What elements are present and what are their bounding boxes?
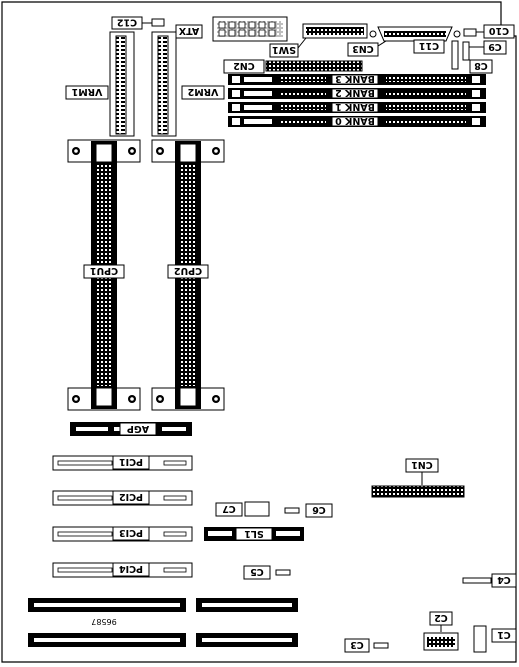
c1-jumper: C1 xyxy=(473,625,517,653)
cpu2-slot: CPU2 xyxy=(151,139,225,411)
vrm2-label: VRM2 xyxy=(188,86,219,97)
c8-jumper: C8 xyxy=(469,59,493,74)
pci2-label: PCI2 xyxy=(119,491,143,502)
bank0-slot: BANK 0 xyxy=(228,115,486,127)
cn2-connector: CN2 xyxy=(223,59,363,74)
cn1-connector: CN1 xyxy=(371,458,465,498)
memory-banks: BANK 3 BANK 2 BANK 1 xyxy=(228,73,486,127)
pci4-label: PCI4 xyxy=(119,563,143,574)
c9-jumper: C9 xyxy=(462,40,507,61)
c4-label: C4 xyxy=(497,574,511,585)
c2-jumper: C2 xyxy=(423,611,459,651)
isa-slots: 96587 xyxy=(28,598,298,647)
c5-label: C5 xyxy=(250,566,264,577)
c11-label: C11 xyxy=(419,40,439,51)
isa-code-text: 96587 xyxy=(91,617,116,626)
c7-jumper: C7 xyxy=(215,501,270,517)
bank3-slot: BANK 3 xyxy=(228,73,486,85)
c4-jumper: C4 xyxy=(462,573,517,588)
vrm2-connector: VRM2 xyxy=(151,31,225,137)
c5-jumper: C5 xyxy=(243,565,291,580)
c2-label: C2 xyxy=(434,612,448,623)
cn3-connector: CN3 xyxy=(347,26,461,57)
pci3-label: PCI3 xyxy=(119,527,143,538)
c6-label: C6 xyxy=(312,504,326,515)
bank1-label: BANK 1 xyxy=(335,101,375,112)
c6-jumper: C6 xyxy=(284,503,333,518)
bank2-slot: BANK 2 xyxy=(228,87,486,99)
pci2-slot: PCI2 xyxy=(52,490,193,506)
agp-label: AGP xyxy=(127,423,149,434)
cpu2-label: CPU2 xyxy=(174,265,202,276)
c12-label: C12 xyxy=(117,17,137,28)
c3-label: C3 xyxy=(350,639,364,650)
c7-label: C7 xyxy=(222,503,236,514)
atx-label: ATX xyxy=(178,25,199,36)
cpu1-slot: CPU1 xyxy=(67,139,141,411)
c12-jumper: C12 xyxy=(111,16,165,30)
pci1-label: PCI1 xyxy=(119,456,143,467)
c10-label: C10 xyxy=(489,25,510,36)
sl1-slot: SL1 xyxy=(204,527,304,541)
bank1-slot: BANK 1 xyxy=(228,101,486,113)
cpu1-label: CPU1 xyxy=(90,265,118,276)
c11-jumper: C11 xyxy=(413,39,459,70)
atx-connector: ATX xyxy=(175,16,288,42)
pci1-slot: PCI1 xyxy=(52,455,193,471)
sw1-label: SW1 xyxy=(272,44,296,55)
bank0-label: BANK 0 xyxy=(335,115,375,126)
cn3-label: CN3 xyxy=(352,43,374,54)
vrm1-label: VRM1 xyxy=(72,86,103,97)
cn1-label: CN1 xyxy=(411,459,433,470)
sl1-label: SL1 xyxy=(244,528,264,539)
cn2-label: CN2 xyxy=(233,60,255,71)
c10-jumper: C10 xyxy=(463,24,515,39)
vrm1-connector: VRM1 xyxy=(65,31,135,137)
pci3-slot: PCI3 xyxy=(52,526,193,542)
bank3-label: BANK 3 xyxy=(335,73,375,84)
sw1-switch: SW1 xyxy=(269,23,368,58)
c8-label: C8 xyxy=(474,60,488,71)
pci4-slot: PCI4 xyxy=(52,562,193,578)
c1-label: C1 xyxy=(497,629,511,640)
c9-label: C9 xyxy=(488,41,502,52)
bank2-label: BANK 2 xyxy=(335,87,375,98)
c3-jumper: C3 xyxy=(344,638,389,653)
agp-slot: AGP xyxy=(70,422,192,436)
